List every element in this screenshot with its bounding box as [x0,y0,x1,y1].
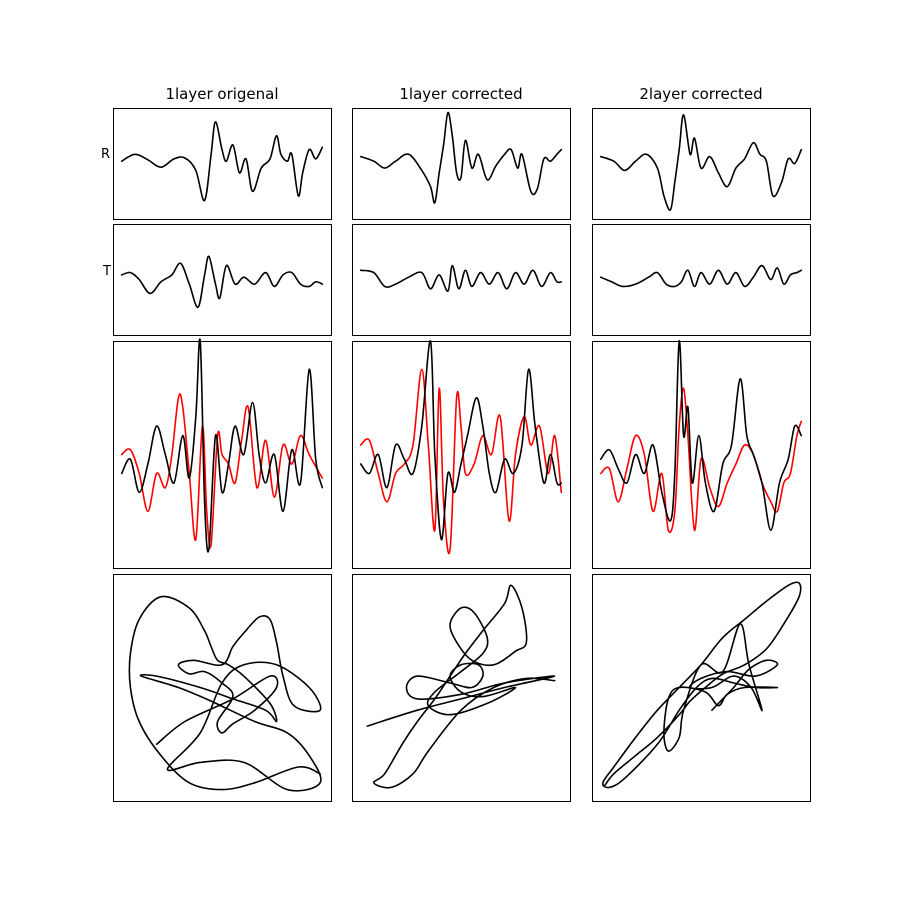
subplot-p_c1 [352,574,571,802]
axes-frame [113,224,332,336]
black-series-line [602,581,802,789]
black-series-line [120,338,324,553]
subplot-r_orig [113,108,332,220]
red-series-line [599,387,803,534]
subplot-w_c2 [592,340,811,569]
column-title-1layer-original: 1layer origenal [165,85,279,103]
axes-frame [113,341,332,569]
subplot-t_c2 [592,224,811,336]
subplot-w_orig [113,338,332,569]
axes-frame [352,224,571,336]
black-series-line [599,114,803,211]
subplot-p_orig [113,574,332,802]
black-series-line [359,340,563,541]
axes-frame [113,574,332,802]
axes-frame [592,341,811,569]
axes-frame [592,108,811,220]
black-series-line [599,340,803,531]
subplot-r_c1 [352,108,571,220]
row-label-r: R [101,147,111,162]
row-label-t: T [103,264,111,279]
subplot-p_c2 [592,574,811,802]
black-series-line [359,264,563,292]
subplot-r_c2 [592,108,811,220]
black-series-line [366,584,556,789]
axes-frame [352,574,571,802]
black-series-line [128,595,322,792]
axes-frame [113,108,332,220]
subplot-w_c1 [352,340,571,569]
column-title-1layer-corrected: 1layer corrected [399,85,523,103]
red-series-line [120,393,324,549]
axes-frame [352,108,571,220]
axes-frame [352,341,571,569]
subplot-t_orig [113,224,332,336]
subplot-t_c1 [352,224,571,336]
black-series-line [599,264,803,288]
axes-frame [592,224,811,336]
column-title-2layer-corrected: 2layer corrected [639,85,763,103]
axes-frame [592,574,811,802]
black-series-line [120,255,324,309]
black-series-line [359,111,563,204]
black-series-line [120,121,324,202]
